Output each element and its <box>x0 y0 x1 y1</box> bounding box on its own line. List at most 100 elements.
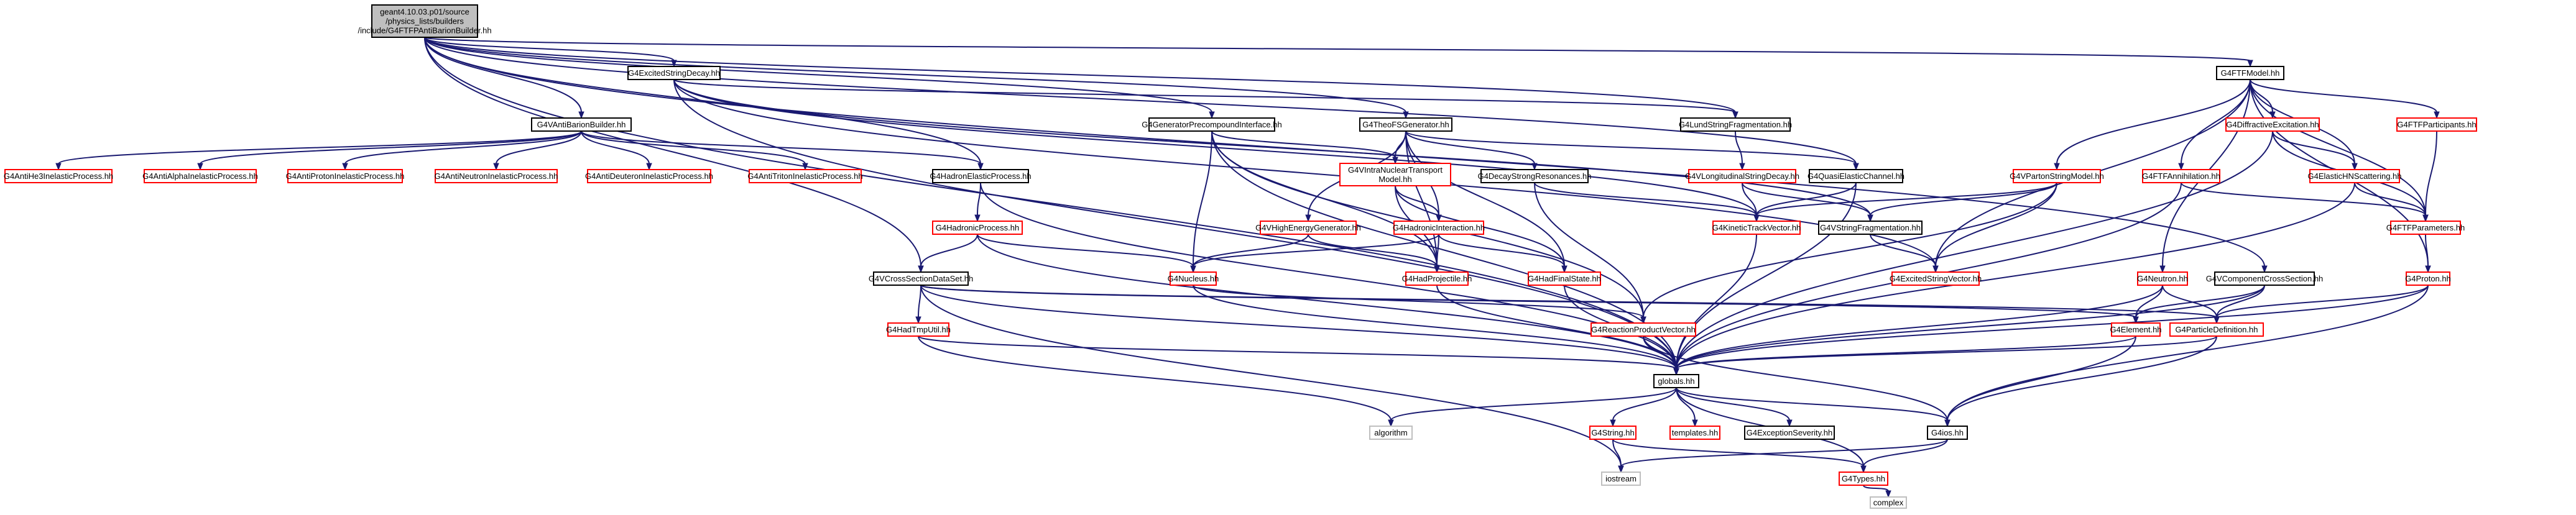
node-lund-string-frag[interactable]: G4LundStringFragmentation.hh <box>1679 117 1792 132</box>
edge-line <box>1676 182 1857 370</box>
node-ftf-model[interactable]: G4FTFModel.hh <box>2216 66 2284 80</box>
node-label: G4VComponentCrossSection.hh <box>2206 274 2324 283</box>
node-had-tmp-util[interactable]: G4HadTmpUtil.hh <box>886 322 951 337</box>
node-box <box>2142 169 2220 183</box>
node-complex[interactable]: complex <box>1870 496 1907 509</box>
edge-line <box>1620 439 1948 467</box>
node-neutron[interactable]: G4Neutron.hh <box>2137 271 2188 286</box>
edge-line <box>1947 335 2217 421</box>
node-box <box>2137 271 2188 286</box>
node-label: G4VIntraNuclearTransport <box>1348 165 1443 175</box>
node-box <box>1809 169 1903 183</box>
edge-line <box>1612 439 1622 467</box>
node-box <box>2396 117 2477 132</box>
node-anti-alpha[interactable]: G4AntiAlphaInelasticProcess.hh <box>142 169 258 183</box>
node-diffractive-excitation[interactable]: G4DiffractiveExcitation.hh <box>2225 117 2320 132</box>
node-anti-he3[interactable]: G4AntiHe3InelasticProcess.hh <box>4 169 113 183</box>
node-had-projectile[interactable]: G4HadProjectile.hh <box>1402 271 1472 286</box>
node-v-high-energy[interactable]: G4VHighEnergyGenerator.hh <box>1255 221 1361 235</box>
node-particle-def[interactable]: G4ParticleDefinition.hh <box>2169 322 2264 337</box>
node-root[interactable]: geant4.10.03.p01/source/physics_lists/bu… <box>358 4 492 38</box>
edge-line <box>1742 182 1757 216</box>
node-g4string[interactable]: G4String.hh <box>1589 426 1637 440</box>
node-box <box>1601 472 1641 486</box>
edge-line <box>1676 387 1948 421</box>
edge-lund-string-frag-to-v-longitudinal <box>1735 130 1745 171</box>
node-v-longitudinal[interactable]: G4VLongitudinalStringDecay.hh <box>1685 169 1799 183</box>
node-anti-triton[interactable]: G4AntiTritonInelasticProcess.hh <box>747 169 863 183</box>
node-ftf-annihilation[interactable]: G4FTFAnnihilation.hh <box>2142 169 2220 183</box>
node-ftf-participants[interactable]: G4FTFParticipants.hh <box>2396 117 2477 132</box>
edge-root-to-quasi-elastic <box>424 37 1859 171</box>
node-label: globals.hh <box>1658 376 1694 386</box>
edge-line <box>1863 485 1889 492</box>
node-box <box>371 4 478 38</box>
node-kinetic-track[interactable]: G4KineticTrackVector.hh <box>1712 221 1801 235</box>
node-box <box>1405 271 1469 286</box>
node-g4types[interactable]: G4Types.hh <box>1839 472 1888 486</box>
node-box <box>1590 322 1696 337</box>
node-quasi-elastic[interactable]: G4QuasiElasticChannel.hh <box>1807 169 1904 183</box>
node-label: G4VCrossSectionDataSet.hh <box>869 274 973 283</box>
node-label: G4ExcitedStringDecay.hh <box>628 68 720 78</box>
node-anti-neutron[interactable]: G4AntiNeutronInelasticProcess.hh <box>435 169 558 183</box>
node-hadron-elastic[interactable]: G4HadronElasticProcess.hh <box>930 169 1032 183</box>
node-theo-fs-generator[interactable]: G4TheoFSGenerator.hh <box>1359 117 1452 132</box>
node-had-final-state[interactable]: G4HadFinalState.hh <box>1528 271 1601 286</box>
edge-anti-barion-builder-to-anti-alpha <box>197 130 582 171</box>
node-v-cross-section[interactable]: G4VCrossSectionDataSet.hh <box>869 271 973 286</box>
node-box <box>627 66 721 80</box>
edge-arrowhead <box>2422 214 2429 222</box>
node-anti-barion-builder[interactable]: G4VAntiBarionBuilder.hh <box>531 117 632 132</box>
node-box <box>1712 221 1801 235</box>
node-box <box>1688 169 1796 183</box>
edge-arrowhead <box>1190 265 1196 273</box>
node-nucleus[interactable]: G4Nucleus.hh <box>1168 271 1219 286</box>
node-box <box>1339 163 1451 186</box>
node-elastic-hn[interactable]: G4ElasticHNScattering.hh <box>2307 169 2402 183</box>
edge-line <box>1676 285 2163 370</box>
node-label: G4DecayStrongResonances.hh <box>1478 171 1592 181</box>
edge-arrowhead <box>1885 490 1891 498</box>
node-excited-string-vector[interactable]: G4ExcitedStringVector.hh <box>1890 271 1982 286</box>
node-g4ios[interactable]: G4ios.hh <box>1927 426 1968 440</box>
node-v-string-frag[interactable]: G4VStringFragmentation.hh <box>1818 221 1923 235</box>
node-label: G4ParticleDefinition.hh <box>2176 325 2258 334</box>
node-generator-precompound[interactable]: G4GeneratorPrecompoundInterface.hh <box>1142 117 1282 132</box>
edge-arrowhead <box>2178 163 2184 171</box>
node-templates[interactable]: templates.hh <box>1669 426 1720 440</box>
edge-line <box>1193 234 1309 267</box>
edge-arrowhead <box>578 111 584 119</box>
node-v-component-cs[interactable]: G4VComponentCrossSection.hh <box>2206 271 2324 286</box>
node-box <box>2225 117 2320 132</box>
edge-line <box>1756 182 2057 216</box>
edge-anti-barion-builder-to-anti-neutron <box>493 130 582 171</box>
node-algorithm[interactable]: algorithm <box>1369 426 1413 440</box>
node-anti-deuteron[interactable]: G4AntiDeuteronInelasticProcess.hh <box>585 169 713 183</box>
node-v-parton-string[interactable]: G4VPartonStringModel.hh <box>2010 169 2104 183</box>
node-reaction-product[interactable]: G4ReactionProductVector.hh <box>1590 322 1696 337</box>
node-ftf-parameters[interactable]: G4FTFParameters.hh <box>2386 221 2465 235</box>
edge-line <box>1676 285 2265 370</box>
node-excited-string-decay[interactable]: G4ExcitedStringDecay.hh <box>627 66 721 80</box>
node-exception-severity[interactable]: G4ExceptionSeverity.hh <box>1744 426 1835 440</box>
node-hadronic-process[interactable]: G4HadronicProcess.hh <box>932 221 1023 235</box>
edge-hadronic-interaction-to-nucleus <box>1190 234 1439 273</box>
node-proton[interactable]: G4Proton.hh <box>2405 271 2451 286</box>
edge-arrowhead <box>1640 316 1646 324</box>
node-element[interactable]: G4Element.hh <box>2110 322 2162 337</box>
node-hadronic-interaction[interactable]: G4HadronicInteraction.hh <box>1393 221 1485 235</box>
node-label: G4String.hh <box>1591 428 1634 437</box>
edge-line <box>2425 130 2437 216</box>
node-box <box>1927 426 1968 440</box>
node-iostream[interactable]: iostream <box>1601 472 1641 486</box>
node-globals[interactable]: globals.hh <box>1653 374 1699 388</box>
edge-arrowhead <box>197 163 203 171</box>
edge-line <box>2250 79 2426 216</box>
edge-diffractive-excitation-to-globals <box>1673 130 2273 376</box>
node-anti-proton[interactable]: G4AntiProtonInelasticProcess.hh <box>286 169 405 183</box>
node-decay-strong[interactable]: G4DecayStrongResonances.hh <box>1478 169 1592 183</box>
edge-line <box>1947 285 2429 421</box>
